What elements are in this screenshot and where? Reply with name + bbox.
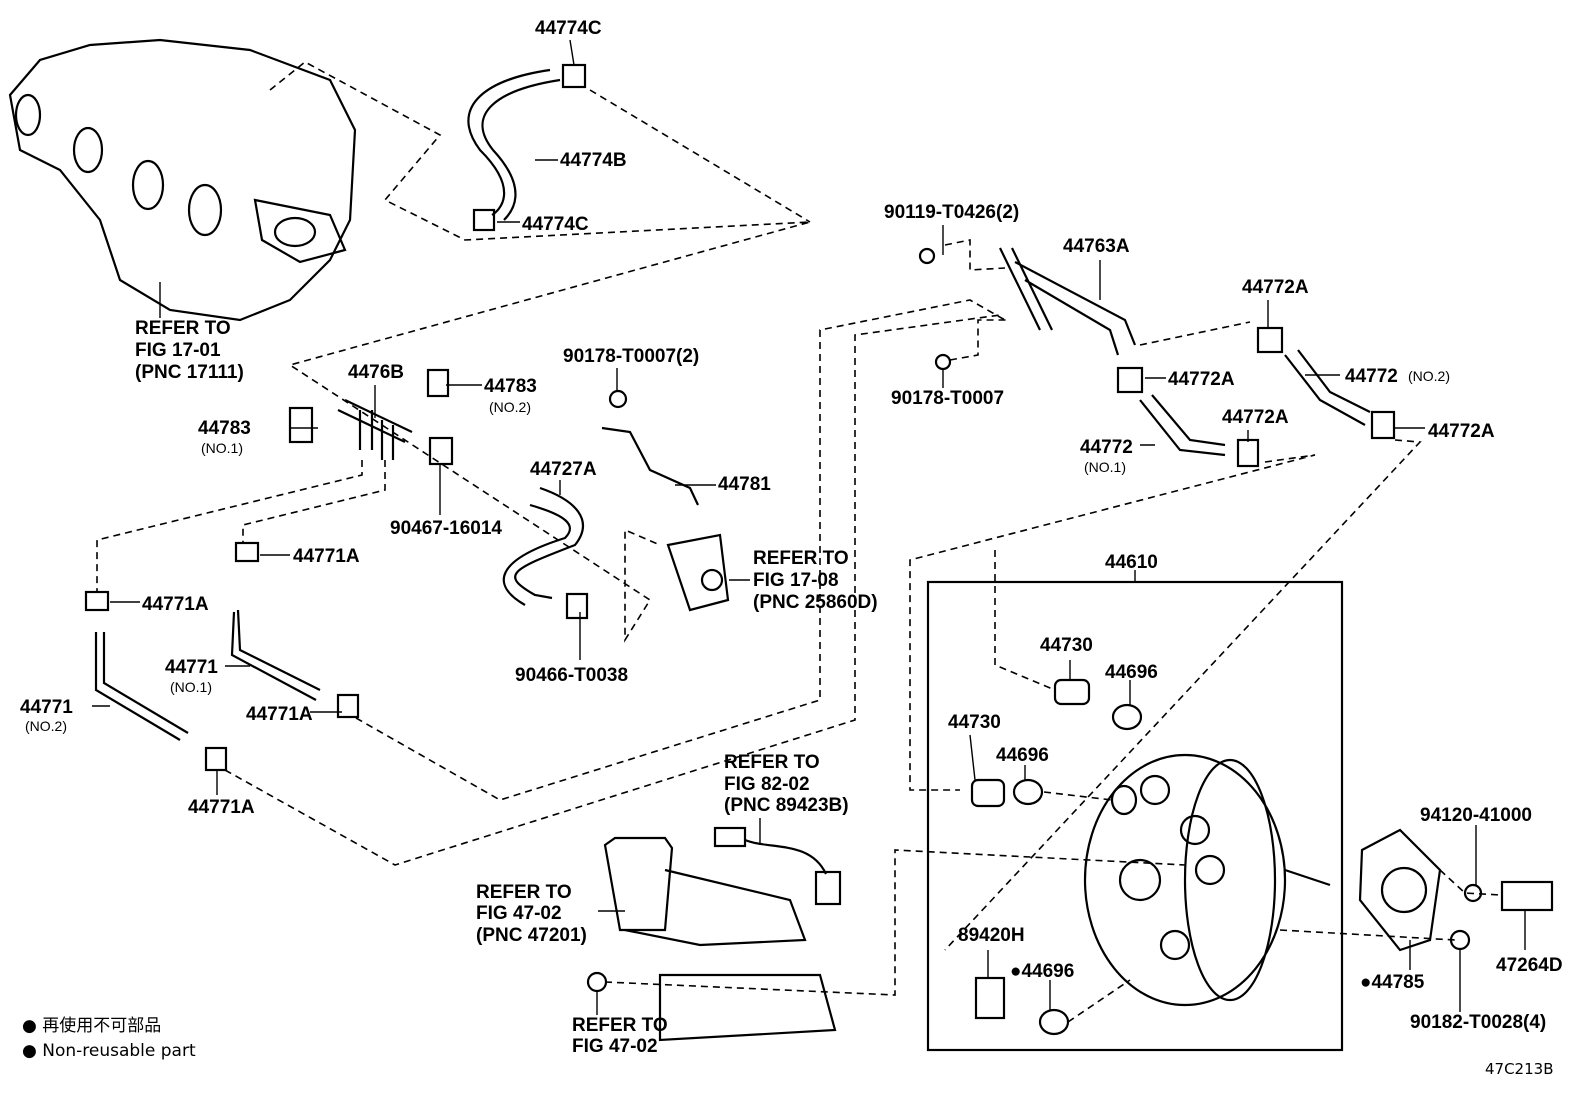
refer-17-01-line2: FIG 17-01 [135,340,221,361]
label-44774c: 44774C [535,18,602,39]
intake-manifold-drawing [8,38,357,322]
label-no2: (NO.2) [25,718,67,734]
label-90466-t0038: 90466-T0038 [515,665,628,686]
label-44783-no2: 44783 [484,376,537,397]
refer-47-02b-line1: REFER TO [572,1015,668,1036]
label-no1: (NO.1) [1084,459,1126,475]
brake-booster-drawing [1083,753,1287,1007]
label-44772a: 44772A [1428,421,1495,442]
label-89420h: 89420H [958,925,1025,946]
label-90178-t0007-2: 90178-T0007(2) [563,346,699,367]
clamp-44774c [561,63,587,89]
label-44771-no1: 44771 [165,657,218,678]
label-90178-t0007: 90178-T0007 [891,388,1004,409]
label-no1: (NO.1) [201,440,243,456]
label-44774b: 44774B [560,150,627,171]
label-no2: (NO.2) [1408,368,1450,384]
refer-17-01-line3: (PNC 17111) [135,362,244,383]
refer-17-08-line2: FIG 17-08 [753,570,839,591]
label-44727a: 44727A [530,459,597,480]
refer-17-08-line1: REFER TO [753,548,849,569]
label-44763a: 44763A [1063,236,1130,257]
refer-47-02b-line2: FIG 47-02 [572,1036,658,1057]
label-47264d: 47264D [1496,955,1563,976]
label-44772-no1: 44772 [1080,437,1133,458]
label-44696: 44696 [996,745,1049,766]
label-44772-no2: 44772 [1345,366,1398,387]
illustration-code: 47C213B [1485,1060,1553,1078]
label-44696-nonreusable: ●44696 [1010,961,1074,982]
legend-jp: ● 再使用不可部品 [22,1015,161,1036]
label-44771a: 44771A [142,594,209,615]
label-44696: 44696 [1105,662,1158,683]
label-44610: 44610 [1105,552,1158,573]
label-no2: (NO.2) [489,399,531,415]
label-4476b: 4476B [348,362,404,383]
label-44771a: 44771A [188,797,255,818]
label-44781: 44781 [718,474,771,495]
label-44771a: 44771A [246,704,313,725]
refer-47-02-line1: REFER TO [476,882,572,903]
refer-82-02-line2: FIG 82-02 [724,774,810,795]
label-90467-16014: 90467-16014 [390,518,502,539]
label-44771a: 44771A [293,546,360,567]
label-44774c: 44774C [522,214,589,235]
label-90182-t0028-4: 90182-T0028(4) [1410,1012,1546,1033]
refer-47-02-line3: (PNC 47201) [476,925,587,946]
label-94120-41000: 94120-41000 [1420,805,1532,826]
legend-en: ● Non-reusable part [22,1041,196,1061]
refer-17-01-line1: REFER TO [135,318,231,339]
label-44771-no2: 44771 [20,697,73,718]
refer-17-08-line3: (PNC 25860D) [753,592,878,613]
refer-82-02-line1: REFER TO [724,752,820,773]
label-44772a: 44772A [1242,277,1309,298]
label-44783-no1: 44783 [198,418,251,439]
booster-assembly-box [926,580,1344,1052]
label-44772a: 44772A [1222,407,1289,428]
label-44785-nonreusable: ●44785 [1360,972,1425,993]
refer-82-02-line3: (PNC 89423B) [724,795,849,816]
refer-47-02-line2: FIG 47-02 [476,903,562,924]
label-no1: (NO.1) [170,679,212,695]
label-44730: 44730 [1040,635,1093,656]
label-90119-t0426-2: 90119-T0426(2) [884,202,1019,223]
label-44730: 44730 [948,712,1001,733]
label-44772a: 44772A [1168,369,1235,390]
hose-44774b [467,68,551,216]
